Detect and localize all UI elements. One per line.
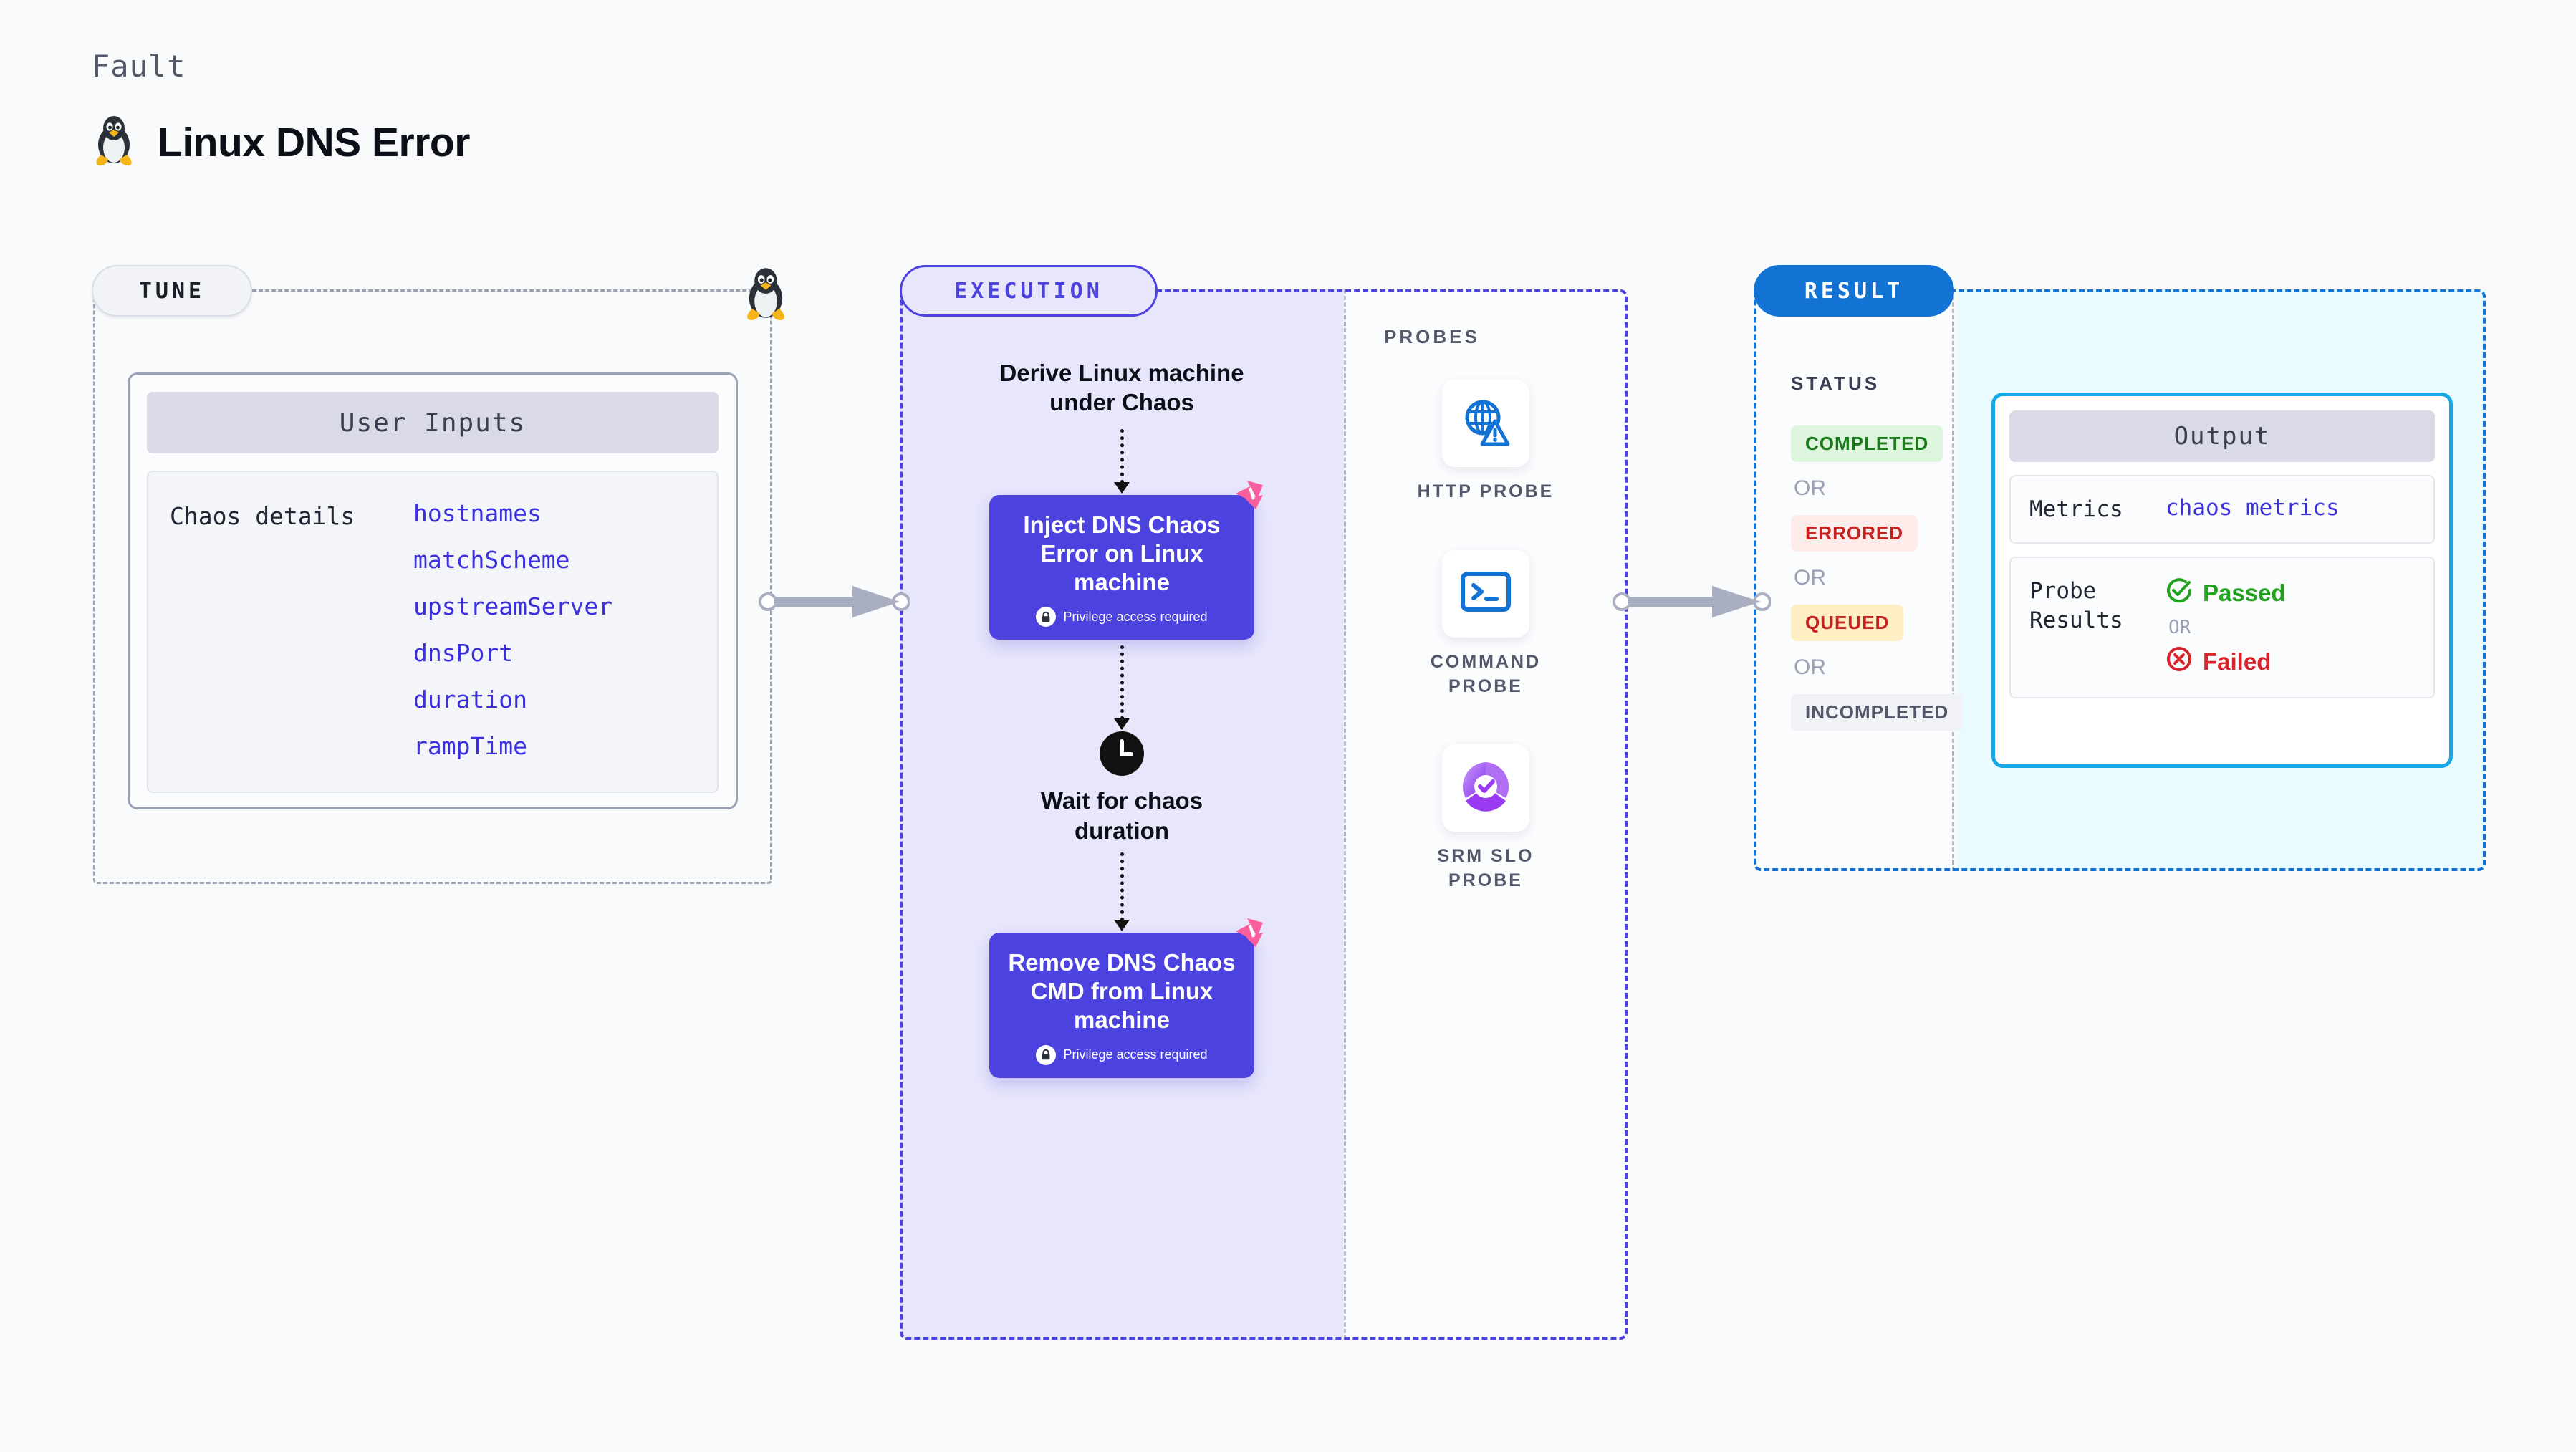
page-title-row: Linux DNS Error	[92, 113, 470, 171]
chaos-details-list: hostnames matchScheme upstreamServer dns…	[413, 499, 612, 764]
metrics-row: Metrics chaos metrics	[2009, 475, 2435, 544]
execution-flow: Derive Linux machine under Chaos Inject …	[900, 358, 1344, 1078]
tune-pill[interactable]: TUNE	[92, 265, 252, 317]
connector-tune-to-execution	[759, 580, 910, 627]
metrics-key: Metrics	[2029, 496, 2123, 522]
privilege-text: Privilege access required	[1063, 609, 1208, 624]
or-separator: OR	[1794, 655, 1826, 679]
check-circle-icon	[2166, 577, 2193, 610]
lock-icon	[1036, 1044, 1057, 1065]
linux-penguin-icon	[738, 265, 794, 326]
failed-label: Failed	[2203, 648, 2272, 675]
probe-result-passed: Passed	[2166, 577, 2286, 610]
input-param[interactable]: dnsPort	[413, 639, 514, 667]
page-title: Linux DNS Error	[158, 119, 470, 165]
input-param[interactable]: duration	[413, 686, 527, 713]
probe-tile[interactable]	[1441, 549, 1529, 638]
litmus-chaos-badge-icon	[1231, 915, 1270, 956]
input-param[interactable]: matchScheme	[413, 546, 570, 574]
result-pill[interactable]: RESULT	[1754, 265, 1954, 317]
execution-pill[interactable]: EXECUTION	[900, 265, 1158, 317]
probes-list: HTTP PROBE COMMAND PROBE	[1344, 380, 1628, 893]
inject-chaos-card[interactable]: Inject DNS Chaos Error on Linux machine …	[989, 480, 1263, 640]
probe-tile[interactable]	[1442, 744, 1529, 832]
probes-title: PROBES	[1384, 326, 1480, 347]
tune-region	[93, 289, 772, 884]
remove-card-privilege: Privilege access required	[1002, 1044, 1241, 1065]
or-separator: OR	[1794, 566, 1826, 590]
clock-icon	[1100, 731, 1144, 777]
user-inputs-header: User Inputs	[147, 392, 719, 453]
inject-card-title: Inject DNS Chaos Error on Linux machine	[1023, 511, 1221, 596]
globe-warning-icon	[1459, 395, 1512, 452]
status-badge-completed: COMPLETED	[1791, 425, 1943, 462]
output-header: Output	[2009, 410, 2435, 462]
probe-label: HTTP PROBE	[1417, 481, 1554, 501]
status-badge-incompleted: INCOMPLETED	[1791, 694, 1964, 731]
input-param[interactable]: rampTime	[413, 732, 527, 760]
probe-results-row: Probe Results Passed OR	[2009, 557, 2435, 699]
probe-label: SRM SLO PROBE	[1437, 846, 1534, 890]
status-list: COMPLETED OR ERRORED OR QUEUED OR INCOMP…	[1791, 415, 1964, 741]
status-title: STATUS	[1791, 372, 1880, 394]
input-param[interactable]: hostnames	[413, 499, 542, 527]
metrics-value[interactable]: chaos metrics	[2166, 495, 2340, 521]
inject-card-privilege: Privilege access required	[1002, 607, 1241, 628]
passed-label: Passed	[2203, 580, 2286, 607]
status-badge-errored: ERRORED	[1791, 515, 1918, 552]
fault-eyebrow-label: Fault	[92, 49, 186, 84]
execution-region-outline	[900, 289, 1628, 1340]
probe-label: COMMAND PROBE	[1430, 651, 1542, 696]
remove-card-title: Remove DNS Chaos CMD from Linux machine	[1008, 948, 1236, 1034]
derive-step-label: Derive Linux machine under Chaos	[999, 360, 1244, 416]
probe-result-failed: Failed	[2166, 645, 2286, 678]
terminal-icon	[1459, 569, 1512, 617]
chaos-details-box: Chaos details hostnames matchScheme upst…	[147, 471, 719, 793]
or-separator: OR	[2168, 617, 2191, 639]
litmus-chaos-badge-icon	[1231, 478, 1270, 519]
x-circle-icon	[2166, 645, 2193, 678]
result-status-region	[1754, 289, 1954, 871]
probe-tile[interactable]	[1441, 380, 1529, 467]
connector-execution-to-result	[1613, 580, 1772, 627]
user-inputs-card: User Inputs Chaos details hostnames matc…	[128, 372, 738, 809]
probe-item-http[interactable]: HTTP PROBE	[1418, 380, 1554, 504]
privilege-text: Privilege access required	[1063, 1047, 1208, 1062]
flow-arrow	[1114, 852, 1130, 933]
lock-icon	[1036, 607, 1057, 628]
or-separator: OR	[1794, 476, 1826, 500]
status-badge-queued: QUEUED	[1791, 605, 1904, 641]
probe-results-values: Passed OR Failed	[2166, 577, 2286, 678]
slo-donut-check-icon	[1459, 760, 1512, 817]
wait-step-label: Wait for chaos duration	[1040, 787, 1203, 844]
remove-chaos-card[interactable]: Remove DNS Chaos CMD from Linux machine …	[989, 918, 1263, 1078]
chaos-details-label: Chaos details	[170, 502, 355, 530]
linux-penguin-icon	[92, 113, 136, 171]
input-param[interactable]: upstreamServer	[413, 592, 613, 620]
probe-item-command[interactable]: COMMAND PROBE	[1430, 549, 1542, 699]
probe-item-srm-slo[interactable]: SRM SLO PROBE	[1438, 744, 1534, 893]
output-card: Output Metrics chaos metrics Probe Resul…	[1991, 393, 2453, 768]
result-region-outline	[1754, 289, 2486, 871]
flow-arrow	[1114, 645, 1130, 731]
probe-results-key: Probe Results	[2029, 578, 2123, 633]
flow-arrow	[1114, 428, 1130, 495]
